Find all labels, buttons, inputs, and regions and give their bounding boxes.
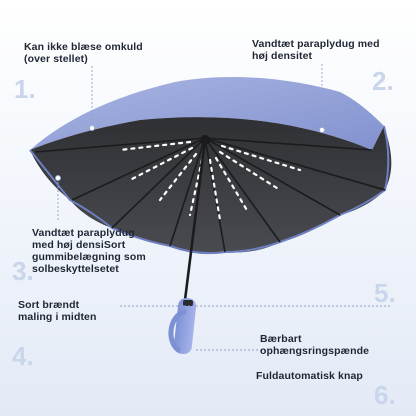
callout-4-number: 4.: [12, 341, 34, 371]
rib-reflectors: [118, 140, 302, 222]
callout-3-label: Vandtæt paraplydug med høj densiSort gum…: [32, 227, 146, 275]
umbrella-shaft: [183, 139, 207, 301]
canopy-scallops: [29, 125, 390, 255]
callout-1-label: Kan ikke blæse omkuld (over stellet): [24, 41, 143, 65]
umbrella-handle: [168, 298, 197, 354]
callout-6-number: 6.: [374, 380, 396, 410]
callout-6-label: Fuldautomatisk knap: [256, 370, 363, 382]
canopy-top: [30, 77, 384, 150]
callout-4-label: Sort brændt maling i midten: [18, 299, 97, 323]
callout-1-number: 1.: [14, 74, 36, 104]
callout-5-number: 5.: [374, 278, 396, 308]
callout-3-number: 3.: [12, 256, 34, 286]
callout-5-label: Bærbart ophængsringspænde: [260, 333, 370, 357]
umbrella-ribs: [34, 137, 386, 253]
callout-connectors: [57, 64, 390, 351]
callout-2-label: Vandtæt paraplydug med høj densitet: [252, 38, 380, 62]
callout-2-number: 2.: [372, 66, 394, 96]
